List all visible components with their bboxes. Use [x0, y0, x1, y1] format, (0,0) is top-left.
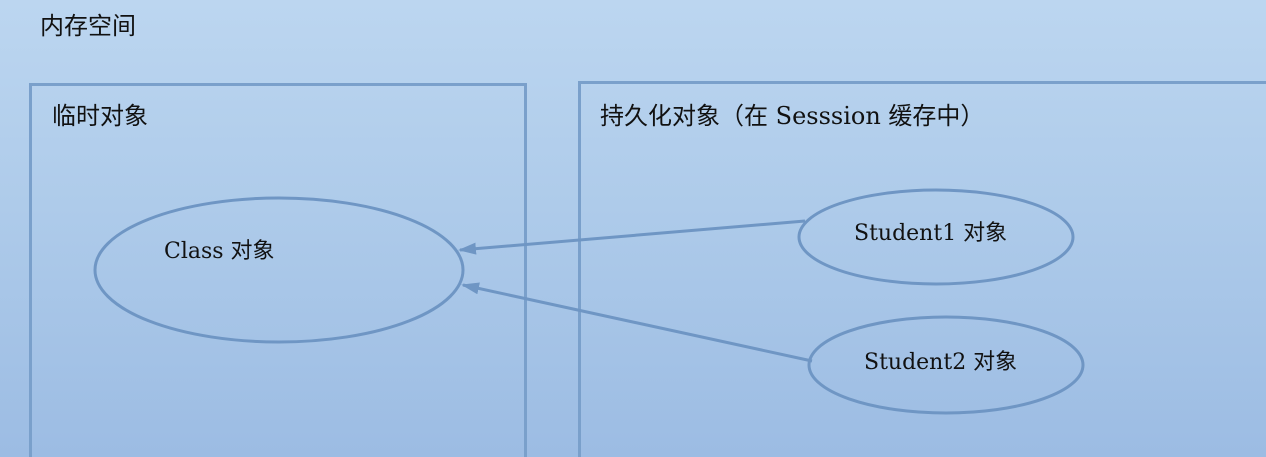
student2-to-class-arrow	[461, 282, 813, 363]
student2-object-ellipse	[807, 315, 1085, 415]
persistent-objects-region	[578, 81, 1266, 457]
diagram-title: 内存空间	[40, 12, 136, 40]
temporary-objects-title: 临时对象	[52, 102, 148, 130]
student1-to-class-arrow	[458, 219, 806, 255]
persistent-objects-title: 持久化对象（在 Sesssion 缓存中）	[600, 102, 985, 130]
class-object-ellipse	[93, 196, 465, 344]
student2-object-label: Student2 对象	[864, 350, 1017, 375]
student1-object-label: Student1 对象	[854, 221, 1007, 246]
class-object-label: Class 对象	[164, 239, 275, 264]
student1-object-ellipse	[797, 188, 1075, 286]
temporary-objects-region	[29, 83, 527, 457]
